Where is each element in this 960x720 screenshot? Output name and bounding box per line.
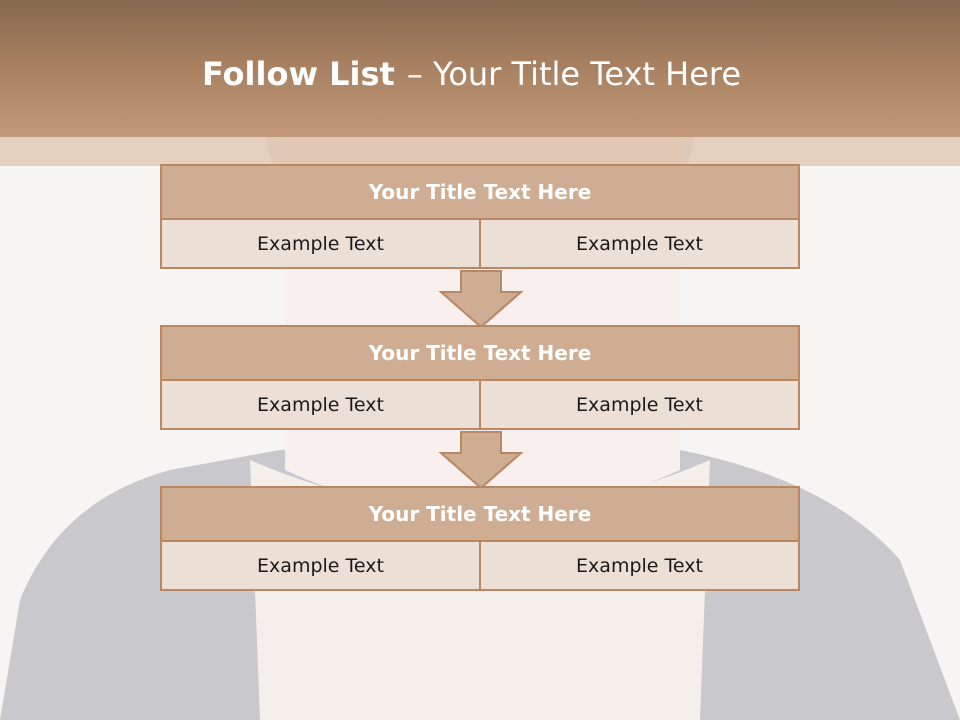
slide-title-bold: Follow List <box>201 55 395 93</box>
block-cell-left: Example Text <box>160 542 481 591</box>
block-cell-right: Example Text <box>481 220 800 269</box>
block-title: Your Title Text Here <box>160 164 800 220</box>
slide-title-rest: – Your Title Text Here <box>406 55 742 93</box>
list-block-1: Your Title Text Here Example Text Exampl… <box>160 164 800 269</box>
header-band <box>0 137 960 166</box>
block-cell-left: Example Text <box>160 220 481 269</box>
slide-title: Follow List – Your Title Text Here <box>0 55 943 93</box>
header-bar <box>0 0 960 137</box>
block-title: Your Title Text Here <box>160 486 800 542</box>
block-row: Example Text Example Text <box>160 381 800 430</box>
block-cell-right: Example Text <box>481 542 800 591</box>
list-block-3: Your Title Text Here Example Text Exampl… <box>160 486 800 591</box>
block-cell-right: Example Text <box>481 381 800 430</box>
list-block-2: Your Title Text Here Example Text Exampl… <box>160 325 800 430</box>
down-arrow-icon <box>438 431 524 489</box>
block-cell-left: Example Text <box>160 381 481 430</box>
down-arrow-icon <box>438 270 524 328</box>
block-title: Your Title Text Here <box>160 325 800 381</box>
block-row: Example Text Example Text <box>160 542 800 591</box>
block-row: Example Text Example Text <box>160 220 800 269</box>
